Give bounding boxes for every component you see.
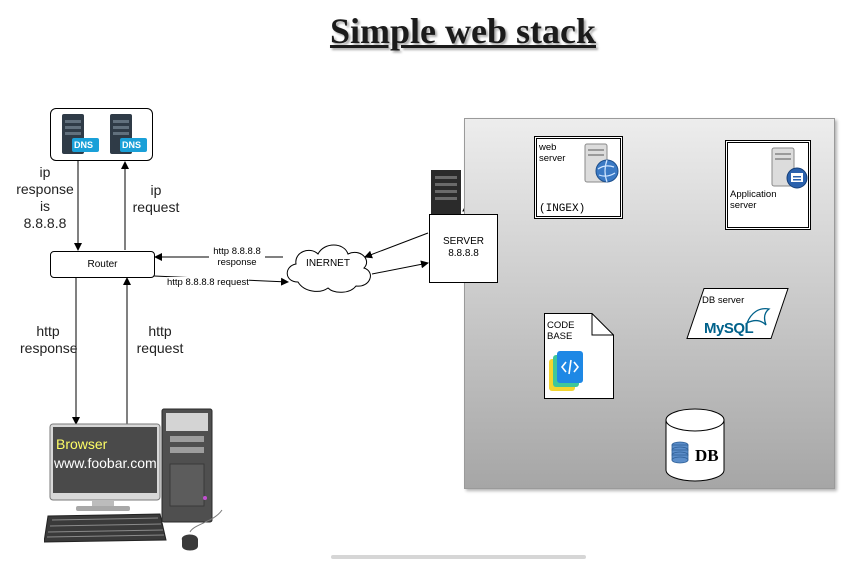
label-line: response: [20, 340, 78, 356]
ip-request-label: ip request: [130, 182, 182, 216]
label-line: web: [539, 142, 557, 153]
mysql-text: MySQL: [704, 320, 754, 337]
label-line: request: [136, 340, 184, 356]
dns-badge-label: DNS: [122, 140, 142, 150]
label-line: BASE: [547, 331, 573, 342]
server-tower-icon: [431, 170, 461, 216]
label-line: request: [132, 199, 180, 215]
web-server-node[interactable]: web server (INGEX): [534, 136, 623, 219]
label-line: http 8.8.8.8: [213, 246, 261, 257]
horizontal-scrollbar[interactable]: [331, 555, 586, 559]
http-ip-response-label: http 8.8.8.8 response: [209, 246, 265, 268]
label-line: server: [539, 153, 566, 164]
internet-cloud-icon: [286, 244, 371, 293]
db-server-node[interactable]: [686, 288, 790, 340]
internet-label: INERNET: [306, 258, 350, 269]
http-request-label: http request: [132, 323, 188, 357]
label-line: is: [39, 198, 51, 214]
label-line: response: [217, 257, 257, 268]
router-label: Router: [87, 259, 118, 270]
db-label: DB: [695, 446, 719, 465]
label-line: 8.8.8.8: [23, 215, 67, 231]
label-line: Application: [730, 189, 777, 200]
browser-label: Browser: [56, 436, 108, 452]
dns-badge-label: DNS: [74, 140, 94, 150]
mysql-logo: MySQL: [704, 320, 754, 337]
application-server-node[interactable]: Application server: [725, 140, 811, 230]
arrow-internet-to-server: [371, 260, 429, 275]
application-server-label: Application server: [730, 189, 776, 211]
database-cylinder-icon: [665, 408, 725, 482]
dns-group[interactable]: DNS DNS: [50, 108, 153, 161]
web-server-globe-icon: [584, 143, 619, 183]
url-label: www.foobar.com: [54, 455, 157, 471]
server-label: SERVER: [443, 236, 484, 247]
label-line: http: [148, 323, 172, 339]
label-line: response: [16, 181, 74, 197]
label-line: server: [730, 200, 757, 211]
arrow-server-to-internet: [364, 232, 429, 259]
http-response-label: http response: [20, 323, 78, 357]
server-node[interactable]: SERVER 8.8.8.8: [429, 214, 498, 283]
label-line: CODE: [547, 320, 575, 331]
label-line: http: [36, 323, 60, 339]
desktop-computer-icon[interactable]: [44, 406, 230, 556]
code-file-icon: [549, 351, 583, 391]
http-ip-request-label: http 8.8.8.8 request: [167, 277, 249, 288]
application-server-icon: [771, 147, 808, 189]
web-server-label: web server: [539, 142, 565, 164]
nginx-label: (INGEX): [539, 203, 586, 215]
db-server-label: DB server: [702, 295, 745, 306]
mysql-dolphin-icon: [745, 307, 771, 326]
dns-server-icon: [62, 114, 99, 154]
server-ip-label: 8.8.8.8: [448, 248, 479, 259]
ip-response-label: ip response is 8.8.8.8: [14, 164, 76, 232]
router-node[interactable]: Router: [50, 251, 155, 278]
code-base-label: CODE BASE: [547, 320, 574, 342]
diagram-title: Simple web stack: [329, 11, 596, 51]
label-line: ip: [150, 182, 162, 198]
label-line: ip: [39, 164, 51, 180]
dns-server-icon: [110, 114, 147, 154]
